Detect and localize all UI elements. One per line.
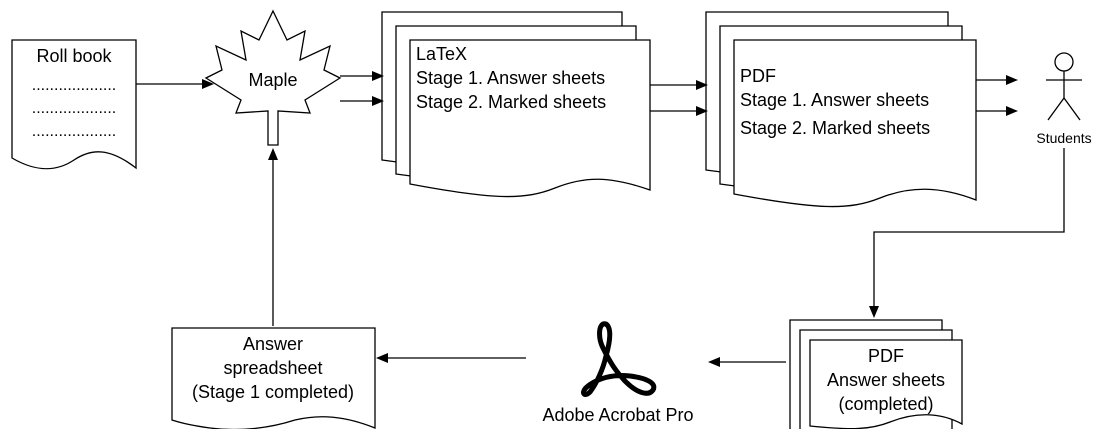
arrow-completed-pdf-to-acrobat: [708, 357, 786, 367]
connectors: [136, 71, 1065, 367]
pdf-doc-front: [733, 39, 977, 208]
arrow-rollbook-to-maple: [136, 79, 214, 89]
latex-documents-node: LaTeX Stage 1. Answer sheets Stage 2. Ma…: [381, 11, 651, 198]
arrow-acrobat-to-spreadsheet: [376, 353, 526, 363]
latex-doc-title: LaTeX: [416, 44, 467, 64]
pdf-doc-stage-1: Stage 1. Answer sheets: [740, 90, 929, 110]
pdf-documents-node: PDF Stage 1. Answer sheets Stage 2. Mark…: [705, 11, 977, 208]
completed-pdf-node: PDF Answer sheets (completed): [789, 319, 963, 429]
latex-doc-front: [409, 39, 651, 198]
acrobat-logo-icon: [581, 321, 657, 397]
completed-pdf-status: (completed): [838, 394, 933, 414]
acrobat-node: Adobe Acrobat Pro: [542, 321, 694, 425]
roll-book-line-1: ...................: [32, 77, 116, 94]
latex-doc-stage-1: Stage 1. Answer sheets: [416, 68, 605, 88]
maple-leaf-icon: [204, 9, 342, 146]
answer-spreadsheet-title: Answer: [243, 334, 303, 354]
arrow-latex-to-pdf-2: [650, 106, 708, 116]
pdf-doc-title: PDF: [740, 66, 776, 86]
students-node: Students: [1036, 52, 1092, 146]
answer-spreadsheet-shape: [171, 327, 376, 429]
students-label: Students: [1036, 130, 1091, 146]
answer-spreadsheet-status: (Stage 1 completed): [192, 382, 354, 402]
arrow-maple-to-latex-1: [340, 71, 384, 81]
roll-book-node: Roll book ................... ..........…: [11, 39, 137, 170]
completed-pdf-subtitle: Answer sheets: [827, 370, 945, 390]
arrow-spreadsheet-to-maple: [268, 148, 278, 326]
arrow-latex-to-pdf-1: [650, 80, 708, 90]
pdf-doc-stage-2: Stage 2. Marked sheets: [740, 118, 930, 138]
acrobat-label: Adobe Acrobat Pro: [542, 405, 693, 425]
arrow-students-to-completed-pdf: [869, 148, 1065, 318]
answer-spreadsheet-node: Answer spreadsheet (Stage 1 completed): [171, 327, 376, 429]
completed-pdf-title: PDF: [868, 346, 904, 366]
latex-doc-stage-2: Stage 2. Marked sheets: [416, 92, 606, 112]
maple-label: Maple: [248, 70, 297, 90]
roll-book-shape: [11, 39, 137, 170]
arrow-pdf-to-students-2: [976, 106, 1018, 116]
arrow-maple-to-latex-2: [340, 96, 384, 106]
answer-spreadsheet-subtitle: spreadsheet: [223, 358, 322, 378]
arrow-pdf-to-students-1: [976, 75, 1018, 85]
completed-pdf-front: [809, 339, 963, 429]
roll-book-line-3: ...................: [32, 123, 116, 140]
student-actor-icon: [1046, 52, 1082, 121]
maple-node: Maple: [204, 9, 342, 146]
roll-book-line-2: ...................: [32, 100, 116, 117]
roll-book-title: Roll book: [36, 46, 112, 66]
